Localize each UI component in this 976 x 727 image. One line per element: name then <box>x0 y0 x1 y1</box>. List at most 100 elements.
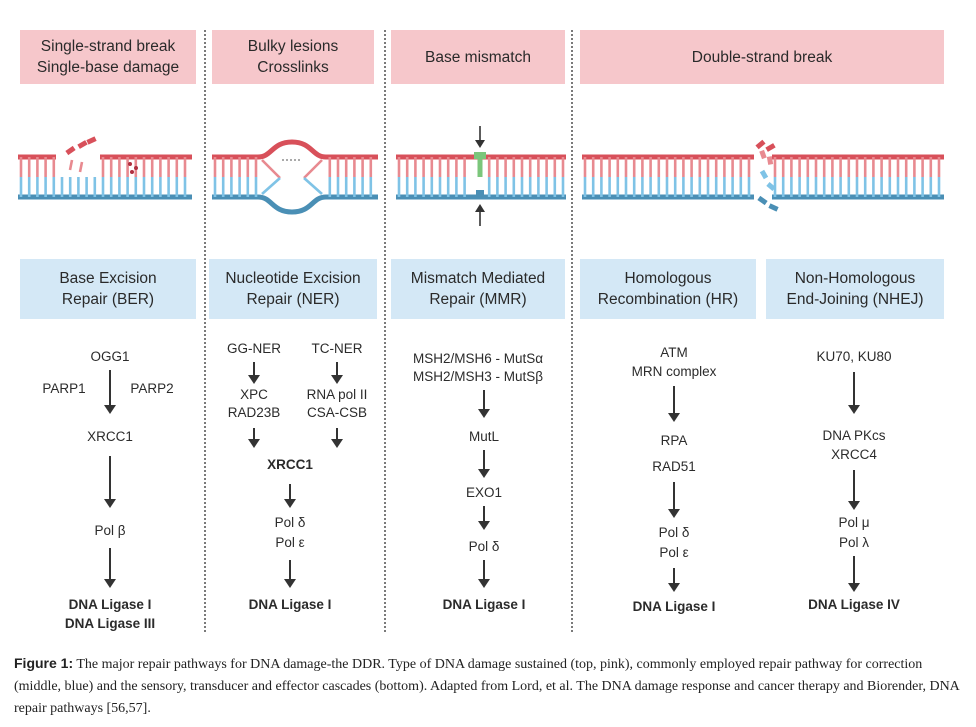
dna-strand-mmr <box>396 126 566 226</box>
pathway-label-line2: Repair (BER) <box>61 291 155 308</box>
pathway-label-line1: Homologous <box>624 270 712 287</box>
pathway-label-line2: Repair (NER) <box>246 291 340 308</box>
pathway-box-ber: Base Excision Repair (BER) <box>20 259 196 319</box>
damaged-base-dot <box>128 162 132 166</box>
hr-pol2: Pol ε <box>659 545 689 560</box>
damage-box-mismatch: Base mismatch <box>391 30 565 84</box>
arrow <box>478 450 490 478</box>
arrow <box>284 484 296 508</box>
strand-bottom <box>212 194 378 215</box>
caption-label: Figure 1: <box>14 655 74 671</box>
mismatch-cap <box>474 152 486 159</box>
pathway-label-line1: Mismatch Mediated <box>410 270 546 287</box>
ber-ligase1: DNA Ligase I <box>68 597 152 612</box>
pathway-box-hr: Homologous Recombination (HR) <box>580 259 756 319</box>
nhej-pol2: Pol λ <box>838 535 870 550</box>
arrow <box>478 390 490 418</box>
break-fragment <box>755 139 766 150</box>
arrow <box>848 372 860 414</box>
break-fragment <box>759 169 769 180</box>
distorted-base <box>261 159 281 179</box>
pathway-label-line1: Base Excision <box>59 270 157 287</box>
pathway-label-line2: Repair (MMR) <box>429 291 527 308</box>
ner-csa: CSA-CSB <box>306 405 368 420</box>
column-separator <box>204 30 206 632</box>
hr-pol1: Pol δ <box>658 525 690 540</box>
distorted-base <box>261 177 281 195</box>
break-fragment <box>77 140 88 149</box>
arrow <box>104 548 116 588</box>
break-fragment <box>768 203 779 212</box>
ber-ligase2: DNA Ligase III <box>64 616 156 631</box>
arrow <box>248 428 260 448</box>
figure-caption: Figure 1: The major repair pathways for … <box>14 652 964 720</box>
pathway-box-ner: Nucleotide Excision Repair (NER) <box>209 259 377 319</box>
damage-box-bulky: Bulky lesions Crosslinks <box>212 30 374 84</box>
damage-label-line1: Double-strand break <box>691 48 833 66</box>
ner-rnapol: RNA pol II <box>306 387 368 402</box>
arrow-head <box>475 140 485 148</box>
dna-strand-ner <box>212 139 378 215</box>
damaged-base-dot <box>134 166 138 170</box>
break-fragment <box>766 182 776 191</box>
dna-strand-double-break <box>582 139 944 212</box>
arrow <box>668 568 680 592</box>
nhej-xrcc4: XRCC4 <box>831 447 877 462</box>
hr-atm: ATM <box>660 345 688 360</box>
ner-rad23b: RAD23B <box>227 405 281 420</box>
damage-label-line2: Single-base damage <box>36 59 180 76</box>
arrow <box>331 362 343 384</box>
break-fragment <box>759 149 767 160</box>
damage-box-single-strand: Single-strand break Single-base damage <box>20 30 196 84</box>
arrow <box>478 506 490 530</box>
ner-pol2: Pol ε <box>275 535 305 550</box>
arrow <box>848 556 860 592</box>
arrow <box>284 560 296 588</box>
ner-pol1: Pol δ <box>274 515 306 530</box>
caption-text: The major repair pathways for DNA damage… <box>14 657 960 716</box>
arrow <box>668 482 680 518</box>
arrow <box>248 362 260 384</box>
ner-xrcc1: XRCC1 <box>267 457 313 472</box>
figure-panel: Single-strand break Single-base damage B… <box>18 30 944 632</box>
ber-xrcc1: XRCC1 <box>87 429 133 444</box>
damage-box-double-strand: Double-strand break <box>580 30 944 84</box>
hr-ligase: DNA Ligase I <box>632 599 716 614</box>
ber-parp2: PARP2 <box>130 381 174 396</box>
pathway-label-line2: Recombination (HR) <box>597 291 739 308</box>
damage-label-line2: Crosslinks <box>257 59 329 76</box>
arrow <box>668 386 680 422</box>
hr-rad51: RAD51 <box>652 459 696 474</box>
column-separator <box>571 30 573 632</box>
arrow-head <box>475 204 485 212</box>
mmr-msh-alpha: MSH2/MSH6 - MutSα <box>412 351 544 366</box>
ber-parp1: PARP1 <box>42 381 86 396</box>
hr-mrn: MRN complex <box>631 364 717 379</box>
nhej-pol1: Pol μ <box>838 515 870 530</box>
pathway-box-nhej: Non-Homologous End-Joining (NHEJ) <box>766 259 944 319</box>
break-fragment <box>766 156 774 165</box>
distorted-base <box>303 159 323 179</box>
ner-tc: TC-NER <box>311 341 363 356</box>
ner-ligase: DNA Ligase I <box>248 597 332 612</box>
damage-label-line1: Single-strand break <box>40 38 176 55</box>
ber-sensor: OGG1 <box>90 349 130 364</box>
arrow <box>848 470 860 510</box>
damage-label-line1: Bulky lesions <box>247 38 339 55</box>
mismatch-partner <box>476 190 484 197</box>
loose-base <box>68 159 74 171</box>
pathway-box-mmr: Mismatch Mediated Repair (MMR) <box>391 259 565 319</box>
distorted-base <box>303 177 323 195</box>
hr-rpa: RPA <box>660 433 688 448</box>
strand-top <box>212 139 378 160</box>
break-fragment <box>86 136 97 145</box>
break-fragment <box>765 143 776 152</box>
dna-strand-ber <box>18 136 192 200</box>
damage-label-line1: Base mismatch <box>425 48 531 66</box>
arrow <box>478 560 490 588</box>
arrow <box>331 428 343 448</box>
break-fragment <box>757 195 768 206</box>
pathway-label-line2: End-Joining (NHEJ) <box>786 291 924 308</box>
column-separator <box>384 30 386 632</box>
mmr-polymerase: Pol δ <box>468 539 500 554</box>
